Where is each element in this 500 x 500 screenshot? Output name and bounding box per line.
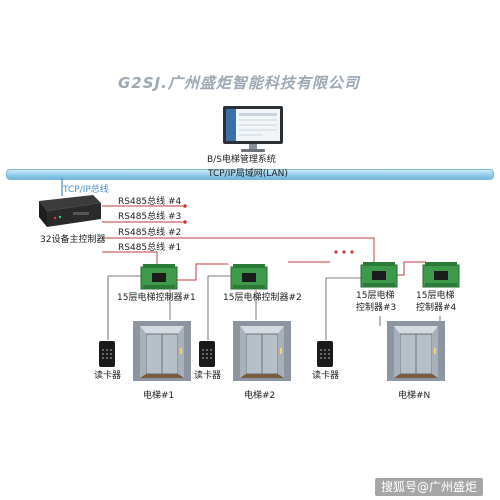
bus-1-line [102, 251, 158, 264]
bus-2-label: RS485总线 #2 [118, 228, 182, 238]
floor-controller-3-label-line2: 控制器#3 [356, 303, 397, 313]
ctrl3-reader-line [325, 277, 362, 340]
lan-label: TCP/IP局域网(LAN) [208, 169, 288, 179]
card-reader-3-label: 读卡器 [312, 371, 340, 381]
card-reader-1-icon [99, 341, 115, 367]
card-reader-3-icon [317, 341, 333, 367]
bus-3-label: RS485总线 #3 [118, 212, 182, 222]
card-reader-1-label: 读卡器 [94, 371, 122, 381]
elevator-1-icon [133, 321, 191, 381]
elevator-2-icon [233, 321, 291, 381]
card-reader-2-label: 读卡器 [194, 371, 222, 381]
card-reader-2-icon [199, 341, 215, 367]
bus-3-endpoint [183, 220, 187, 224]
main-controller-device-icon [39, 195, 101, 227]
bus-1-label: RS485总线 #1 [118, 243, 182, 253]
management-system-label: B/S电梯管理系统 [207, 155, 276, 165]
floor-controller-3-board-icon [360, 262, 398, 288]
floor-controller-1-label: 15层电梯控制器#1 [117, 293, 196, 303]
ctrl1-reader-line [107, 275, 144, 340]
floor-controller-1-board-icon [140, 264, 178, 290]
watermark: 搜狐号@广州盛炬 [375, 478, 484, 496]
elevator-n-icon [387, 321, 445, 381]
chain-dot-3 [350, 250, 354, 254]
floor-controller-4-board-icon [422, 262, 460, 288]
chain-dot-2 [342, 250, 346, 254]
bus-2-line [102, 237, 375, 262]
bus-4-endpoint [183, 204, 187, 208]
tcpip-bus-label: TCP/IP总线 [63, 185, 109, 195]
ctrl2-reader-line [207, 275, 232, 340]
floor-controller-3-label-line1: 15层电梯 [356, 291, 395, 301]
chain-dot-1 [334, 250, 338, 254]
elevator-2-label: 电梯#2 [244, 391, 276, 401]
floor-controller-2-label: 15层电梯控制器#2 [223, 293, 302, 303]
monitor-icon [223, 106, 283, 152]
main-controller-label: 32设备主控制器 [40, 235, 106, 245]
lan-bus-bar [6, 169, 494, 180]
floor-controller-2-board-icon [230, 264, 268, 290]
floor-controller-4-label-line1: 15层电梯 [416, 291, 455, 301]
elevator-1-label: 电梯#1 [143, 391, 175, 401]
company-logo: G2SJ.广州盛炬智能科技有限公司 [118, 74, 360, 92]
bus-4-label: RS485总线 #4 [118, 197, 182, 207]
elevator-n-label: 电梯#N [398, 391, 431, 401]
floor-controller-4-label-line2: 控制器#4 [416, 303, 457, 313]
bus-1-chain-a [176, 263, 228, 281]
